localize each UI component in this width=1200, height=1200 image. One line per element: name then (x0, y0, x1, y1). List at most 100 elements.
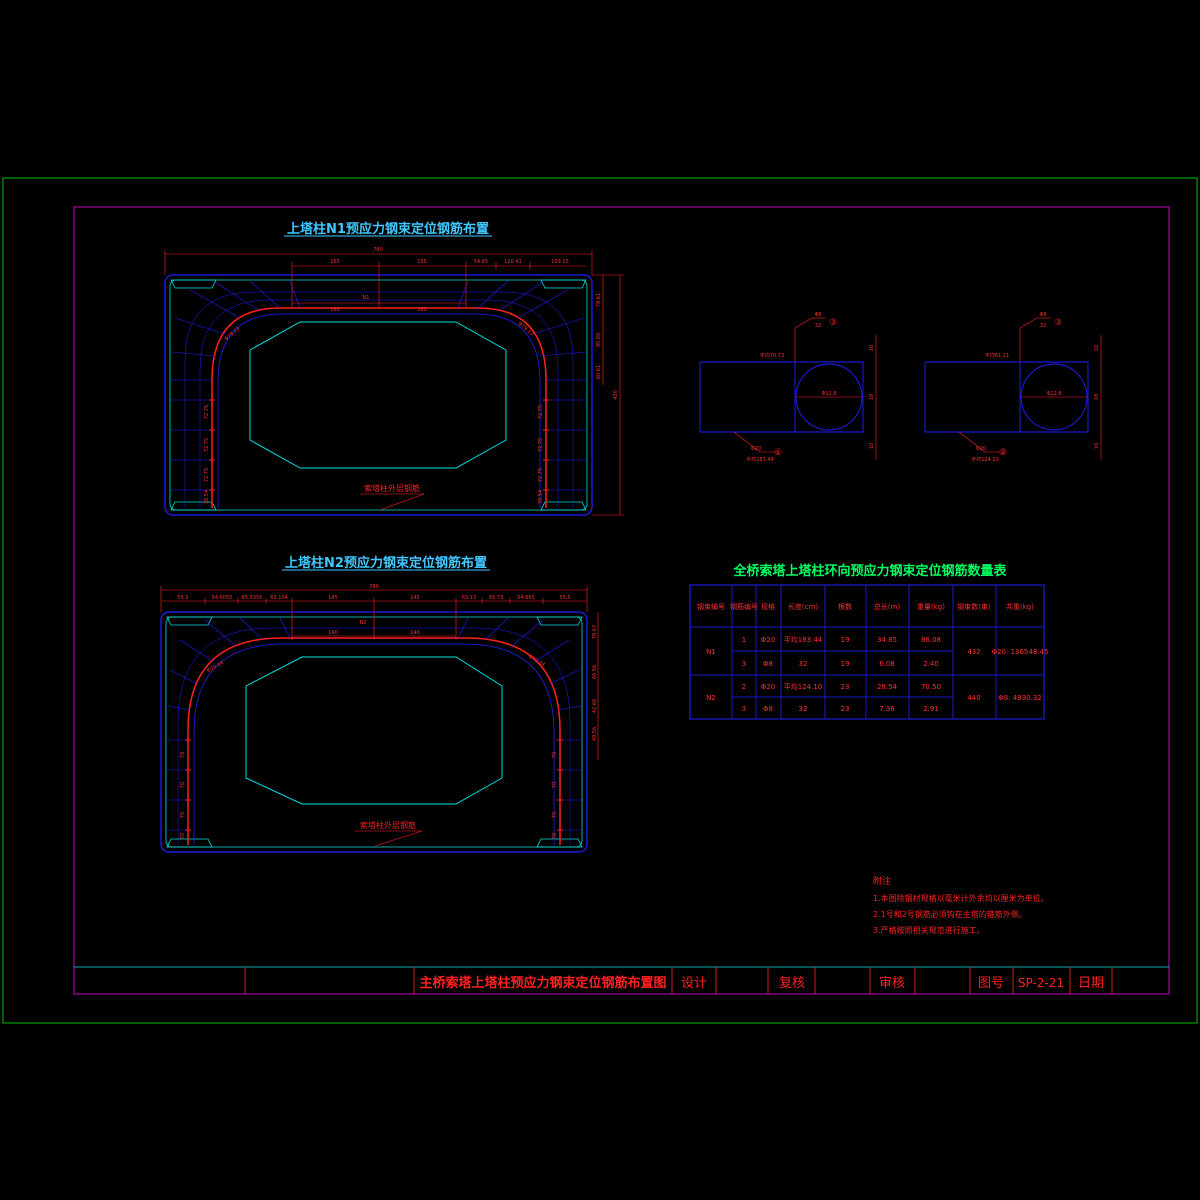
detail2-rdim-1: 18 (1094, 394, 1100, 400)
detail1-left-text: 平均70.73 (760, 352, 784, 359)
n2-dim-rin-2: 70 (552, 812, 558, 818)
title-block: 主桥索塔上塔柱预应力钢束定位钢筋布置图 设计 复核 审核 图号 SP-2-21 … (74, 966, 1169, 994)
detail-1: Φ12.8 平均70.73 Φ8 32 ③ Φ20 平均183.44 ① 10 … (699, 312, 877, 463)
detail1-callout-top: ③ (829, 318, 837, 328)
r0c4: 19 (841, 636, 850, 644)
n1-dim-rin-1: 72.75 (538, 438, 544, 452)
n1-dim-top-1: 155 (417, 259, 427, 265)
detail1-len-bot: 平均183.44 (746, 456, 774, 463)
n1-leader-2 (379, 493, 425, 511)
n2-blue-line-2 (177, 627, 571, 845)
r3c1: 3 (742, 705, 746, 713)
n2-leader-2 (374, 830, 423, 847)
detail1-callout-bot: ① (774, 448, 782, 458)
n1-dim-right-1: 95.00 (596, 333, 602, 347)
tb-design: 设计 (681, 976, 707, 991)
n2-dim-left-2: 70 (180, 812, 186, 818)
n2-radial-lines (167, 617, 582, 831)
n1-inner-outline (169, 279, 588, 511)
n1-corner-tl (170, 279, 217, 289)
n1-dim-rin-0: 72.75 (538, 405, 544, 419)
r1c6: 2.40 (923, 660, 939, 668)
n1-blue-mid-line (199, 299, 559, 508)
detail1-rdim-1: 18 (869, 394, 875, 400)
n2-dim-inner-1: 140 (410, 630, 420, 636)
n1-dim-rin-2: 72.75 (538, 468, 544, 482)
n1-outer-outline (164, 274, 593, 516)
n2-dim-rin-0: 70 (552, 752, 558, 758)
r1c1: 3 (742, 660, 746, 668)
n2-dim-left-1: 70 (180, 782, 186, 788)
r3c5: 7.36 (879, 705, 895, 713)
r1c3: 32 (799, 660, 808, 668)
detail1-label-top: Φ8 (814, 312, 821, 318)
th-2: 规格 (761, 602, 775, 611)
n2-corner-tl (166, 616, 213, 626)
r1c2: Φ8 (763, 660, 773, 668)
n2-dim-right-1: 66.56 (592, 665, 598, 679)
r2c0: N2 (706, 694, 716, 702)
r2c6: 70.50 (921, 683, 941, 691)
n2-corner-br (536, 838, 583, 848)
table-title: 全桥索塔上塔柱环向预应力钢束定位钢筋数量表 (732, 563, 1007, 579)
detail2-len-bot: 平均124.10 (971, 456, 999, 463)
n1-radial-lines (171, 280, 587, 491)
n2-red-rebar (187, 637, 561, 845)
n1-dimensions (164, 250, 624, 516)
n2-dim-left-3: 70 (180, 833, 186, 839)
n1-drawing: 上塔柱N1预应力钢束定位钢筋布置 (164, 221, 624, 516)
n1-section-label: N1 (363, 295, 370, 301)
r3c6: 2.91 (923, 705, 939, 713)
n2-dim-right-3: 49.56 (592, 727, 598, 741)
n1-outer-rebar-label: 索塔柱外层钢筋 (364, 483, 420, 493)
n2-dim-top-5: 145 (410, 595, 420, 601)
n1-dim-top-4: 109.15 (551, 259, 569, 265)
th-4: 根数 (838, 602, 852, 611)
n2-octagon (245, 656, 503, 805)
th-3: 长度(cm) (788, 602, 818, 611)
detail1-rdim-2: 10 (869, 443, 875, 449)
n2-red-ticks (185, 739, 563, 831)
r2c8: Φ8: 4930.32 (998, 694, 1042, 702)
n1-dim-top-0: 165 (330, 259, 340, 265)
detail1-rdim-0: 10 (869, 345, 875, 351)
n1-dim-left-1: 72.75 (204, 438, 210, 452)
n1-dim-right-0: 78.61 (596, 293, 602, 307)
n2-dim-top-6: 63.13 (462, 595, 476, 601)
n1-dim-top-2: 54.65 (474, 259, 488, 265)
detail2-callout-top: ③ (1054, 318, 1062, 328)
r0c8: Φ20: 136548.45 (992, 648, 1049, 656)
detail1-label-bot: Φ20 (751, 446, 761, 452)
note-3: 3.严格按照相关规范进行施工。 (873, 925, 985, 935)
n2-corner-bl (166, 838, 213, 848)
r0c0: N1 (706, 648, 716, 656)
r3c4: 23 (841, 705, 850, 713)
n2-dim-top-2: 65.5355 (242, 595, 263, 601)
n2-outer-outline (160, 611, 588, 853)
n1-blue-inner-line (217, 313, 541, 508)
n2-dim-top-3: 63.104 (270, 595, 288, 601)
r0c5: 34.85 (877, 636, 897, 644)
n2-blue-line-1 (193, 643, 555, 845)
n1-dim-left-3: 78.54 (204, 490, 210, 504)
n1-red-rebar (211, 307, 547, 508)
note-2: 2.1号和2号钢筋必须钩在主塔的箍筋外侧。 (873, 909, 1027, 919)
n2-dim-top-7: 65.73 (489, 595, 503, 601)
n2-dim-right-0: 78.67 (592, 625, 598, 639)
detail2-label-bot: Φ20 (976, 446, 986, 452)
n1-dim-inner-1: 160 (417, 307, 427, 313)
n1-dim-left-0: 72.75 (204, 405, 210, 419)
detail2-num-top: 32 (1040, 323, 1046, 329)
n1-dim-left-2: 72.75 (204, 468, 210, 482)
n1-red-ticks (209, 399, 549, 491)
n2-inner-outline (165, 616, 583, 848)
tb-check: 复核 (779, 976, 805, 991)
r2c1: 2 (742, 683, 746, 691)
n1-dim-rin-3: 78.54 (538, 490, 544, 504)
n1-dim-height: 420 (613, 390, 619, 400)
r1c4: 19 (841, 660, 850, 668)
th-1: 钢筋编号 (730, 602, 758, 611)
r0c6: 86.08 (921, 636, 941, 644)
note-1: 1.本图除钢材规格以毫米计外余均以厘米为单位。 (873, 893, 1049, 903)
